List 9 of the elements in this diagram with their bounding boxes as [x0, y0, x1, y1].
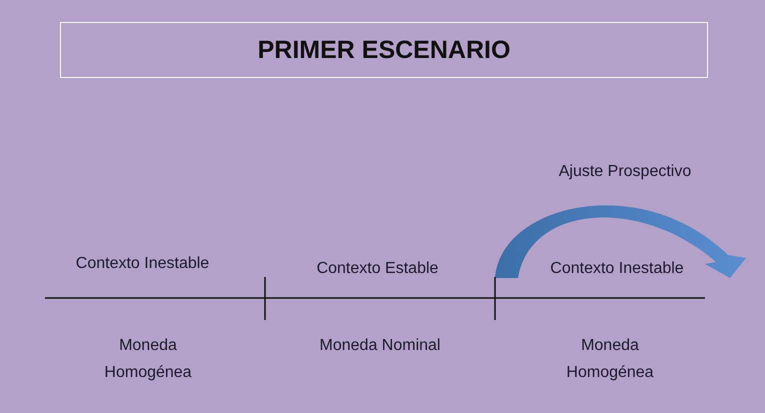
currency-label: Moneda Homogénea	[565, 336, 655, 383]
context-label: Contexto Inestable	[549, 259, 685, 279]
arrow-label: Ajuste Prospectivo	[558, 162, 692, 182]
context-label: Contexto Estable	[316, 259, 440, 279]
context-label: Contexto Inestable	[74, 254, 210, 274]
currency-label: Moneda Homogénea	[103, 336, 193, 383]
title: PRIMER ESCENARIO	[258, 36, 510, 64]
currency-label: Moneda Nominal	[318, 336, 442, 356]
title-box	[60, 22, 708, 78]
